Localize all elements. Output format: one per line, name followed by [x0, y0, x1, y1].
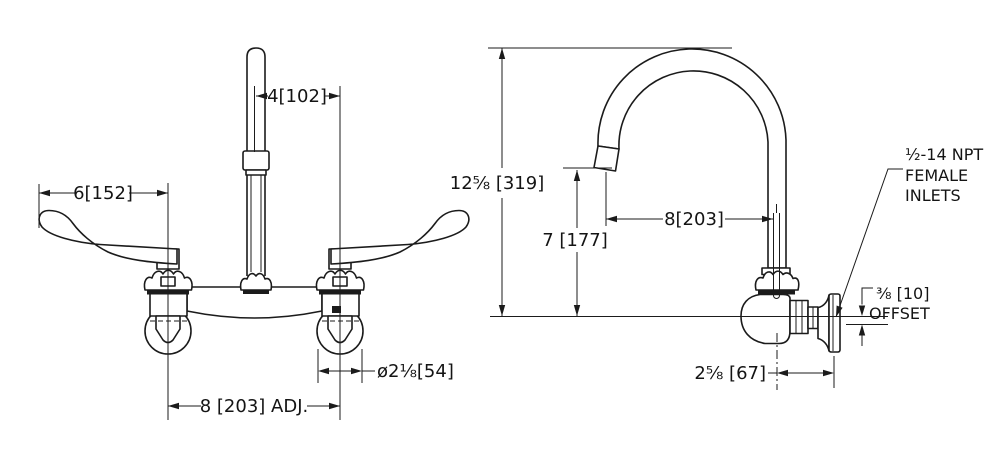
coupling-nut-ring — [758, 290, 795, 295]
dim-handle-length-label: 6[152] — [73, 183, 133, 204]
center-bonnet-ring — [243, 290, 269, 294]
dim-flange-diameter: ø2⅛[54] — [317, 349, 454, 383]
dim-wall-projection: 2⅝ [67] — [694, 356, 835, 388]
dim-flange-diameter-label: ø2⅛[54] — [377, 361, 454, 382]
inlet-flange-face — [828, 293, 841, 353]
dim-spout-reach: 8[203] — [605, 172, 773, 230]
dim-inlet-spacing: 8 [203] ADJ. — [168, 396, 340, 417]
side-view: 12⅝ [319] 7 [177] 8[203] 2⅝ [67] — [450, 47, 983, 390]
riser-nut — [242, 150, 270, 171]
spout-nozzle — [593, 145, 620, 172]
dim-handle-length: 6[152] — [38, 183, 168, 228]
dim-spout-reach-label: 8[203] — [664, 209, 724, 230]
index-mark — [332, 306, 341, 313]
dim-wall-projection-label: 2⅝ [67] — [694, 363, 766, 384]
npt-inlets-callout: ½-14 NPT FEMALE INLETS — [835, 145, 983, 318]
npt-callout-line2: FEMALE — [905, 166, 968, 185]
dim-overall-height: 12⅝ [319] — [450, 48, 544, 316]
dim-center-to-valve-label: 4[102] — [267, 86, 327, 107]
waterway-detail — [773, 204, 780, 299]
riser-inner-lines — [250, 174, 262, 272]
dim-outlet-height: 7 [177] — [542, 167, 612, 316]
coupling-nut — [754, 270, 800, 291]
front-view: 4[102] 6[152] ø2⅛[54] 8 [203] ADJ. — [38, 47, 470, 420]
dim-offset-value-label: ⅜ [10] — [876, 284, 929, 303]
dim-offset-word-label: OFFSET — [869, 304, 930, 323]
npt-callout-line3: INLETS — [905, 186, 961, 205]
dim-overall-height-label: 12⅝ [319] — [450, 173, 544, 194]
npt-callout-line1: ½-14 NPT — [905, 145, 983, 164]
faucet-body-front — [186, 286, 323, 319]
center-bonnet — [239, 272, 273, 291]
dim-outlet-height-label: 7 [177] — [542, 230, 608, 251]
gooseneck-spout — [597, 48, 787, 269]
faucet-body-side — [740, 293, 791, 345]
left-wrist-blade-handle — [38, 209, 178, 265]
front-centerlines — [167, 86, 341, 420]
riser-nut-band — [245, 169, 267, 176]
dim-inlet-spacing-label: 8 [203] ADJ. — [200, 396, 309, 417]
dim-center-to-valve: 4[102] — [256, 86, 340, 107]
dim-offset: ⅜ [10] OFFSET — [858, 284, 930, 346]
inlet-bell — [817, 294, 830, 352]
right-wrist-blade-handle — [330, 209, 470, 265]
